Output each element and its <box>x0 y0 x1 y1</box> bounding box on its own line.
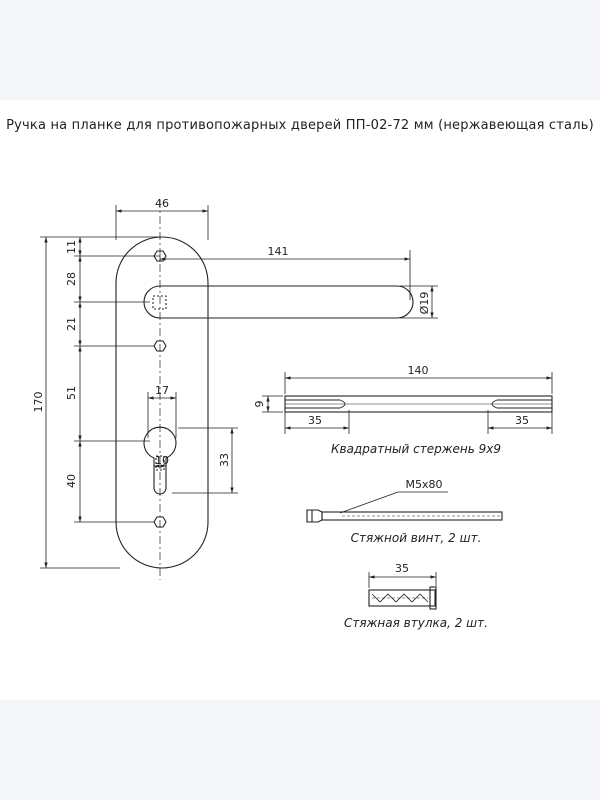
dim-10: 10 <box>155 454 169 467</box>
dim-11: 11 <box>65 240 78 254</box>
dim-spindle-9: 9 <box>253 401 266 408</box>
sleeve-length: 35 <box>395 562 409 575</box>
dim-lever-diameter: Ø19 <box>418 292 431 315</box>
dim-33: 33 <box>218 453 231 467</box>
dim-17: 17 <box>155 384 169 397</box>
dim-21: 21 <box>65 317 78 331</box>
dim-spindle-left: 35 <box>308 414 322 427</box>
connecting-screw <box>306 509 503 523</box>
dim-lever-length: 141 <box>268 245 289 258</box>
connecting-sleeve <box>368 586 437 610</box>
dim-170: 170 <box>32 392 45 413</box>
dim-spindle-length: 140 <box>408 364 429 377</box>
dim-40: 40 <box>65 474 78 488</box>
dim-28: 28 <box>65 272 78 286</box>
spindle-caption: Квадратный стержень 9х9 <box>331 442 501 456</box>
plate-outline <box>115 236 209 569</box>
sleeve-caption: Стяжная втулка, 2 шт. <box>344 616 488 630</box>
square-spindle <box>284 395 553 413</box>
lever-outline <box>143 285 414 319</box>
dim-spindle-right: 35 <box>515 414 529 427</box>
drawing-title: Ручка на планке для противопожарных двер… <box>6 118 594 133</box>
dim-51: 51 <box>65 386 78 400</box>
lever-square-socket <box>152 295 167 310</box>
screw-caption: Стяжной винт, 2 шт. <box>351 531 482 545</box>
screw-size-label: М5х80 <box>406 478 443 491</box>
dim-plate-width: 46 <box>155 197 169 210</box>
